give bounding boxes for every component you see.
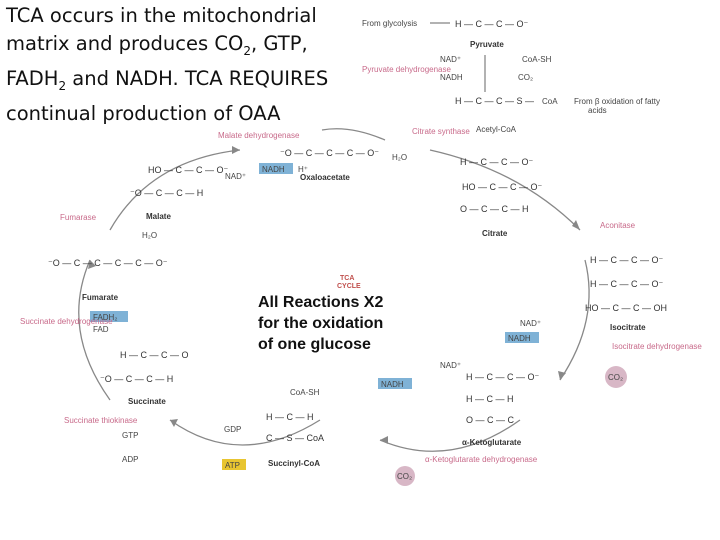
isocitrate-structure-3: HO — C — C — OH (585, 303, 667, 313)
h-plus-malate: H⁺ (298, 165, 308, 174)
nad-plus-ketoglutarate: NAD⁺ (440, 361, 461, 370)
citrate-structure-3: O — C — C — H (460, 204, 529, 214)
citrate-structure-2: HO — C — C — O⁻ (462, 182, 543, 192)
isocitrate-label: Isocitrate (610, 323, 646, 332)
h2o-fumarase: H₂O (142, 231, 157, 240)
acetyl-structure: H — C — C — S — (455, 96, 534, 106)
beta-oxidation-1: From β oxidation of fatty (574, 97, 660, 106)
malate-dehydrogenase-label: Malate dehydrogenase (218, 131, 300, 140)
cycle-arrows (78, 128, 590, 452)
aconitase-label: Aconitase (600, 221, 636, 230)
fadh2-label: FADH₂ (93, 313, 117, 322)
from-glycolysis-label: From glycolysis (362, 19, 417, 28)
ketoglutarate-dehydrogenase-label: α-Ketoglutarate dehydrogenase (425, 455, 538, 464)
adp-label: ADP (122, 455, 138, 464)
nadh-box-ketoglutarate (378, 378, 412, 389)
nad-plus-pyruvate: NAD⁺ (440, 55, 461, 64)
oxaloacetate-structure: ⁻O — C — C — C — O⁻ (280, 148, 379, 158)
nadh-box-isocitrate (505, 332, 539, 343)
succinate-thiokinase-label-1: Succinate thiokinase (64, 416, 138, 425)
nadh-ketoglutarate: NADH (381, 380, 404, 389)
nad-plus-isocitrate: NAD⁺ (520, 319, 541, 328)
atp-box (222, 459, 246, 470)
isocitrate-structure-2: H — C — C — O⁻ (590, 279, 664, 289)
gdp-label: GDP (224, 425, 241, 434)
succinate-structure-1: H — C — C — O (120, 350, 189, 360)
tca-cycle-label-2: CYCLE (337, 283, 361, 290)
acetyl-coa-label: Acetyl-CoA (476, 125, 517, 134)
ketoglutarate-label: α-Ketoglutarate (462, 438, 522, 447)
co2-pyruvate: CO₂ (518, 73, 533, 82)
succinyl-structure-1: H — C — H (266, 412, 314, 422)
pyruvate-dehydrogenase-label: Pyruvate dehydrogenase (362, 65, 452, 74)
isocitrate-structure-1: H — C — C — O⁻ (590, 255, 664, 265)
ketoglutarate-structure-1: H — C — C — O⁻ (466, 372, 540, 382)
succinate-structure-2: ⁻O — C — C — H (100, 374, 173, 384)
pyruvate-label: Pyruvate (470, 40, 504, 49)
pyruvate-structure: H — C — C — O⁻ (455, 19, 529, 29)
malate-structure-1: HO — C — C — O⁻ (148, 165, 229, 175)
tca-cycle-label-1: TCA (340, 275, 354, 282)
fumarase-label: Fumarase (60, 213, 97, 222)
intro-line-2: matrix and produces CO2, GTP, (6, 32, 308, 58)
cycle-arrowheads (88, 146, 580, 444)
co2-circle-ketoglutarate (395, 466, 415, 486)
isocitrate-dehydrogenase-label: Isocitrate dehydrogenase (612, 342, 702, 351)
co2-circle-isocitrate (605, 366, 627, 388)
gtp-label: GTP (122, 431, 138, 440)
co2-ketoglutarate: CO₂ (397, 472, 412, 481)
nadh-pyruvate: NADH (440, 73, 463, 82)
citrate-label: Citrate (482, 229, 508, 238)
citrate-synthase-label: Citrate synthase (412, 127, 470, 136)
intro-line-1: TCA occurs in the mitochondrial (6, 4, 317, 27)
fumarate-label: Fumarate (82, 293, 119, 302)
h2o-citrate: H₂O (392, 153, 407, 162)
fadh2-box (90, 311, 128, 322)
citrate-structure-1: H — C — C — O⁻ (460, 157, 534, 167)
succinyl-coa-label: Succinyl-CoA (268, 459, 320, 468)
atp-label: ATP (225, 461, 240, 470)
nadh-isocitrate: NADH (508, 334, 531, 343)
malate-structure-2: ⁻O — C — C — H (130, 188, 203, 198)
intro-text: TCA occurs in the mitochondrial matrix a… (6, 2, 356, 128)
nad-plus-malate: NAD⁺ (225, 172, 246, 181)
intro-line-4: continual production of OAA (6, 101, 281, 125)
beta-oxidation-2: acids (588, 106, 607, 115)
nadh-malate: NADH (262, 165, 285, 174)
intro-line-3: FADH2 and NADH. TCA REQUIRES (6, 66, 329, 93)
succinate-dehydrogenase-label: Succinate dehydrogenase (20, 317, 113, 326)
coa-label: CoA (542, 97, 558, 106)
ketoglutarate-structure-2: H — C — H (466, 394, 514, 404)
coa-sh-succinyl: CoA-SH (290, 388, 320, 397)
reactions-note: All Reactions X2 for the oxidation of on… (258, 292, 418, 355)
oxaloacetate-label: Oxaloacetate (300, 173, 350, 182)
nadh-box-malate (259, 163, 293, 174)
succinyl-structure-2: C — S — CoA (266, 433, 324, 443)
malate-label: Malate (146, 212, 171, 221)
fumarate-structure: ⁻O — C — C — C — C — O⁻ (48, 258, 168, 268)
coa-sh-pyruvate: CoA-SH (522, 55, 552, 64)
note-line-1: All Reactions X2 (258, 294, 384, 311)
succinate-label: Succinate (128, 397, 166, 406)
co2-isocitrate: CO₂ (608, 373, 623, 382)
note-line-2: for the oxidation (258, 315, 384, 332)
ketoglutarate-structure-3: O — C — C (466, 415, 515, 425)
note-line-3: of one glucose (258, 336, 371, 353)
fad-label: FAD (93, 325, 109, 334)
